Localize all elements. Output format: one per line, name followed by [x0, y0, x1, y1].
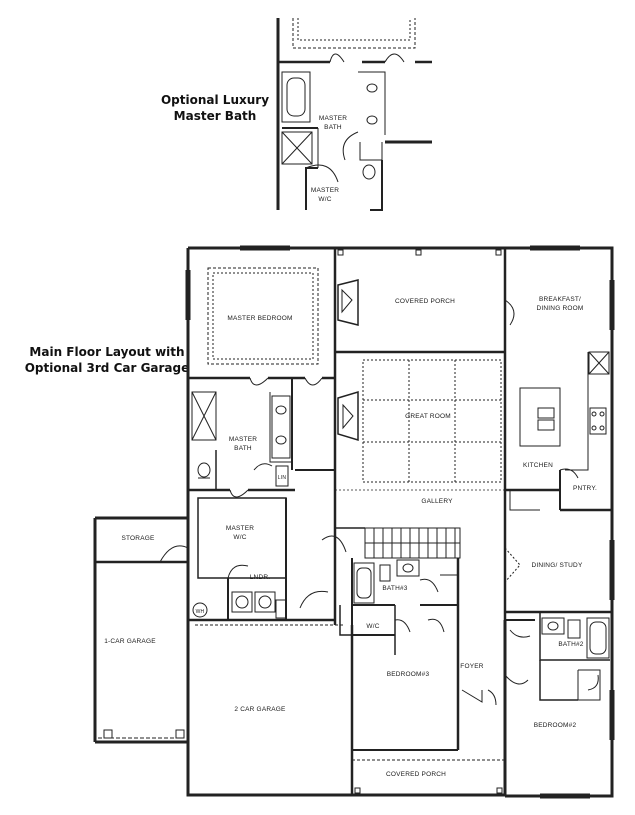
breakfast-label-1: BREAKFAST/ [539, 296, 581, 303]
bath2-label: BATH#2 [558, 641, 583, 648]
great-room-label: GREAT ROOM [405, 413, 451, 420]
master-bath-label-1: MASTER [229, 436, 257, 443]
linen-label: LIN [278, 475, 287, 481]
insert-master-wic-label-1: MASTER [311, 187, 339, 194]
caption-line: Master Bath [173, 109, 257, 123]
gallery-label: GALLERY [421, 498, 453, 505]
laundry-label: LNDR. [250, 574, 271, 581]
great-room [333, 359, 505, 491]
master-wic [192, 497, 287, 620]
wic-label: W/C [366, 623, 379, 630]
pantry-label: PNTRY. [573, 485, 597, 492]
bedroom3-suite [339, 558, 460, 751]
front-covered-porch-label: COVERED PORCH [386, 771, 446, 778]
water-heater-label: WH [196, 609, 205, 615]
insert-master-bath-label-2: BATH [324, 124, 342, 131]
master-bath-label-2: BATH [234, 445, 252, 452]
breakfast-label-2: DINING ROOM [537, 305, 584, 312]
kitchen [504, 299, 612, 512]
master-wic-label-2: W/C [233, 534, 246, 541]
foyer-label: FOYER [460, 663, 483, 670]
stairs [321, 490, 461, 625]
bedroom2-label: BEDROOM#2 [534, 722, 577, 729]
garages [95, 545, 354, 795]
bedroom3-label: BEDROOM#3 [387, 671, 430, 678]
caption-line: Main Floor Layout with [29, 345, 185, 359]
caption-line: Optional 3rd Car Garage [24, 361, 190, 375]
front-porch [352, 759, 505, 794]
caption-line: Optional Luxury [160, 93, 270, 107]
insert-master-wic-label-2: W/C [318, 196, 331, 203]
master-bath [188, 378, 335, 498]
main-floor-caption: Main Floor Layout with Optional 3rd Car … [22, 344, 192, 376]
kitchen-label: KITCHEN [523, 462, 553, 469]
luxury-bath-insert [276, 18, 432, 211]
rear-porch [335, 248, 507, 510]
rear-covered-porch-label: COVERED PORCH [395, 298, 455, 305]
master-bedroom-label: MASTER BEDROOM [227, 315, 292, 322]
insert-master-bath-label-1: MASTER [319, 115, 347, 122]
bath3-label: BATH#3 [382, 585, 407, 592]
master-bedroom-walls [188, 248, 337, 386]
one-car-garage-label: 1-CAR GARAGE [104, 638, 156, 645]
dining-study-label: DINING/ STUDY [532, 562, 583, 569]
foyer [461, 689, 497, 706]
bedroom2-suite [504, 612, 610, 701]
luxury-bath-caption: Optional Luxury Master Bath [150, 92, 280, 124]
storage-label: STORAGE [121, 535, 155, 542]
window-marks [185, 245, 615, 799]
master-wic-label-1: MASTER [226, 525, 254, 532]
two-car-garage-label: 2 CAR GARAGE [234, 706, 286, 713]
exterior-walls [93, 246, 614, 798]
dining-study [503, 510, 612, 620]
